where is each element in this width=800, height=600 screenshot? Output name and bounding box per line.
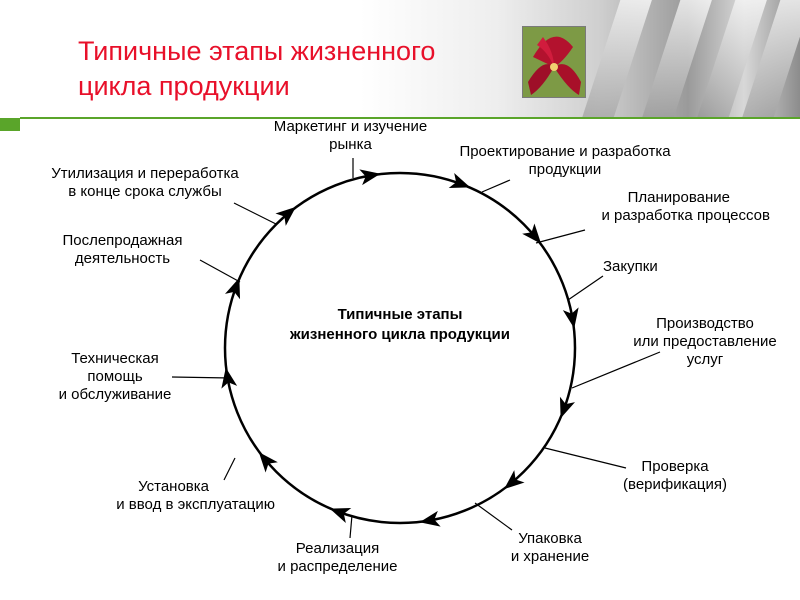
cycle-arrowhead [225, 277, 241, 300]
stage-label-line: в конце срока службы [68, 183, 222, 200]
slide-title: Типичные этапы жизненного цикла продукци… [78, 34, 508, 104]
leader-line [199, 259, 241, 283]
stage-label-line: Техническая [71, 350, 159, 367]
stage-label-line: Утилизация и переработка [51, 165, 239, 182]
stage-label-line: помощь [87, 368, 143, 385]
stage-label-line: Проверка [641, 458, 709, 475]
leader-line [349, 514, 353, 539]
cycle-arrowhead [329, 507, 352, 523]
center-title-line: жизненного цикла продукции [290, 326, 510, 343]
stage-label-line: Маркетинг и изучение [273, 118, 428, 135]
diagram-center-title: Типичные этапы жизненного цикла продукци… [250, 305, 550, 345]
stage-label-production: Производство или предоставление услуг [610, 315, 800, 369]
leader-line [474, 502, 513, 531]
stage-label-line: Производство [656, 315, 754, 332]
cycle-arrowhead [419, 510, 441, 527]
accent-rule [20, 117, 800, 119]
leader-line [481, 179, 511, 193]
stage-label-packaging: Упаковка и хранение [480, 530, 620, 566]
stage-label-line: (верификация) [623, 476, 727, 493]
leader-line [535, 229, 586, 244]
stage-label-line: Реализация [295, 540, 380, 557]
stage-label-line: Установка [138, 478, 209, 495]
stage-label-disposal: Утилизация и переработка в конце срока с… [10, 165, 280, 201]
stage-label-procurement: Закупки [603, 258, 703, 276]
stage-label-maintenance: Техническая помощь и обслуживание [30, 350, 200, 404]
stage-label-planning: Планирование и разработка процессов [530, 189, 770, 225]
stage-label-after-sales: Послепродажная деятельность [40, 232, 205, 268]
leader-line [171, 376, 231, 379]
stage-label-line: и распределение [277, 558, 398, 575]
stage-label-marketing: Маркетинг и изучение рынка [248, 118, 453, 154]
stage-label-line: Проектирование и разработка [459, 143, 671, 160]
stage-label-verification: Проверка (верификация) [590, 458, 760, 494]
leader-line [567, 275, 604, 301]
cycle-arrows [221, 169, 579, 527]
cycle-arrowhead [448, 173, 471, 189]
cycle-arrowhead [562, 307, 579, 329]
stage-label-line: и хранение [510, 548, 590, 565]
stage-label-line: рынка [329, 136, 372, 153]
leader-line [544, 447, 627, 469]
cycle-circle [223, 171, 577, 525]
stage-label-line: и обслуживание [58, 386, 172, 403]
leader-line [571, 351, 661, 389]
cycle-arrowhead [504, 470, 525, 490]
cycle-arrowhead [275, 206, 296, 226]
stage-label-installation: Установка и ввод в эксплуатацию [60, 478, 275, 514]
header-background [0, 0, 800, 118]
stage-label-line: и разработка процессов [601, 207, 770, 224]
leader-line [223, 457, 236, 481]
cycle-arrowhead [359, 169, 381, 186]
flower-image [522, 26, 586, 98]
stage-label-line: деятельность [74, 250, 171, 267]
stage-label-distribution: Реализация и распределение [250, 540, 425, 576]
cycle-arrowhead [522, 223, 542, 244]
stage-label-line: Планирование [627, 189, 730, 206]
cycle-arrowhead [258, 452, 278, 473]
stage-label-line: и ввод в эксплуатацию [116, 496, 275, 513]
stage-label-design: Проектирование и разработка продукции [420, 143, 710, 179]
leader-lines [171, 158, 661, 539]
stage-label-line: Закупки [603, 258, 658, 275]
stage-label-line: продукции [528, 161, 602, 178]
stage-label-line: Упаковка [518, 530, 582, 547]
stage-label-line: или предоставление [633, 333, 777, 350]
stage-label-line: Послепродажная [62, 232, 183, 249]
stage-label-line: услуг [686, 351, 724, 368]
cycle-arrowhead [559, 396, 575, 419]
leader-line [233, 202, 277, 225]
center-title-line: Типичные этапы [337, 306, 463, 323]
slide-title-line: Типичные этапы жизненного [78, 36, 436, 66]
accent-square [0, 118, 20, 131]
slide-title-line: цикла продукции [78, 71, 290, 101]
